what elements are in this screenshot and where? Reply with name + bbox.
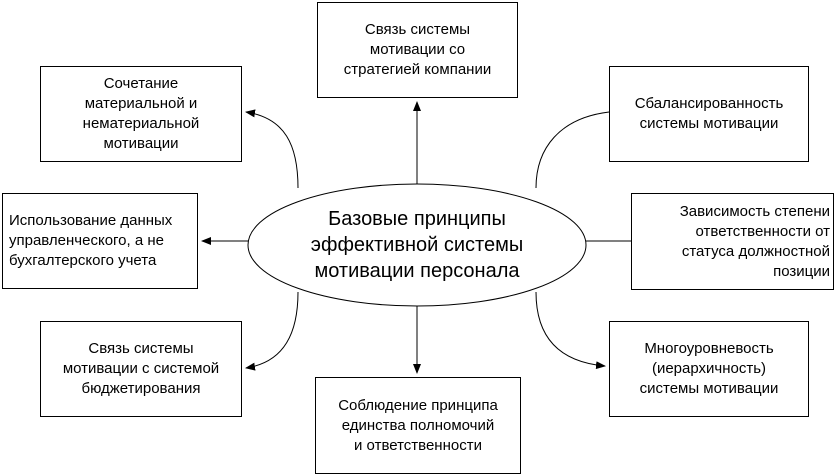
box-strategy-link: Связь системы мотивации со стратегией ко… <box>317 2 518 98</box>
box-multilevel: Многоуровневость (иерархичность) системы… <box>609 321 809 417</box>
arrow-to-bottom-left <box>245 291 299 371</box>
box-authority-responsibility: Соблюдение принципа единства полномочий … <box>315 377 521 474</box>
box-balance: Сбалансированность системы мотивации <box>609 66 809 162</box>
curve-to-top-right <box>535 111 610 189</box>
box-responsibility-status: Зависимость степени ответственности от с… <box>631 193 834 290</box>
box-material-nonmaterial: Сочетание материальной и нематериальной … <box>40 66 242 162</box>
box-management-accounting: Использование данных управленческого, а … <box>2 193 198 289</box>
arrow-to-bottom-right <box>535 291 606 370</box>
center-label: Базовые принципы эффективной системы мот… <box>310 208 524 282</box>
box-budgeting-link: Связь системы мотивации с системой бюдже… <box>40 321 242 417</box>
arrow-to-top-left <box>245 109 299 189</box>
